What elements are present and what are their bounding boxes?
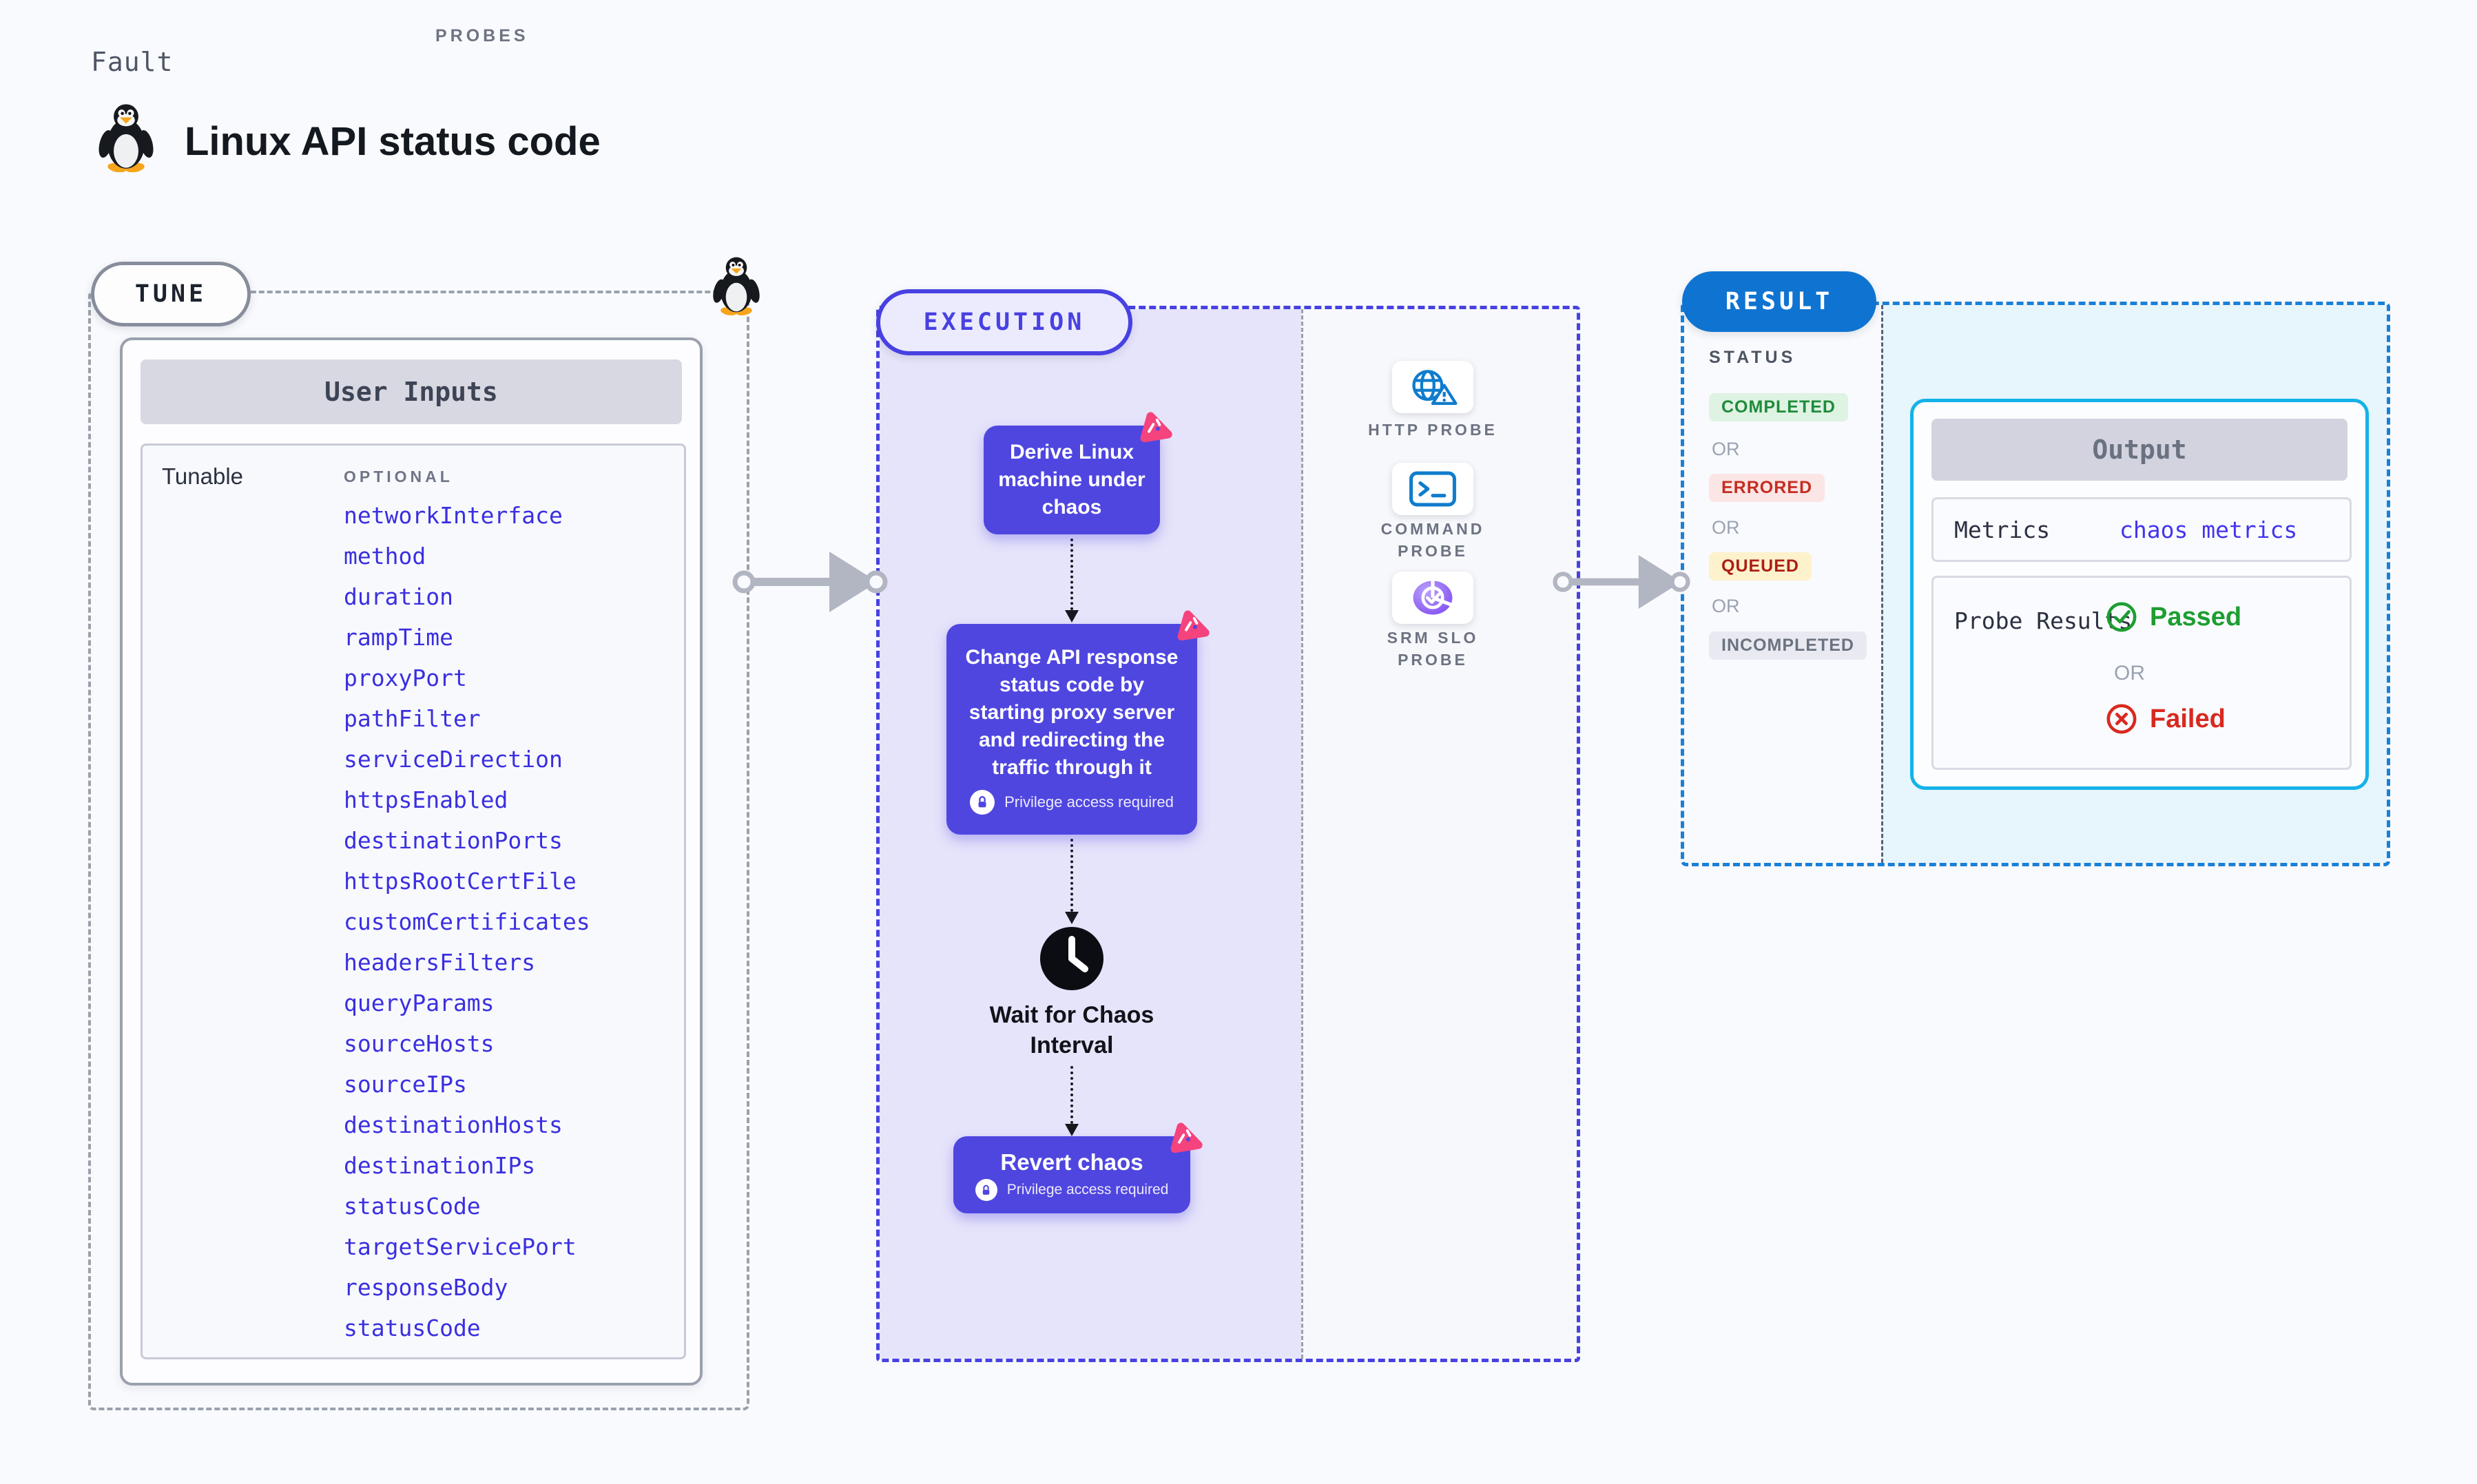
probes-title: PROBES (435, 26, 529, 45)
param-link[interactable]: pathFilter (344, 705, 481, 732)
step-wait-label: Wait for Chaos Interval (989, 1002, 1154, 1058)
tunable-row-label: Tunable (162, 463, 244, 489)
tune-section (88, 291, 749, 1410)
page-title: Linux API status code (185, 119, 601, 164)
param-link[interactable]: sourceIPs (344, 1071, 467, 1098)
globe-alert-icon (1403, 366, 1462, 408)
status-title: STATUS (1709, 348, 1796, 367)
param-link[interactable]: customCertificates (344, 908, 590, 935)
metrics-value-link[interactable]: chaos metrics (2120, 516, 2298, 543)
linux-tux-icon (712, 256, 760, 315)
tunables-panel: Tunable OPTIONAL networkInterface method… (141, 443, 686, 1359)
fault-kicker: Fault (91, 47, 174, 77)
srm-slo-probe-label: SRM SLO PROBE (1387, 629, 1479, 669)
output-title: Output (1931, 419, 2348, 481)
param-link[interactable]: targetServicePort (344, 1233, 577, 1260)
privilege-note: Privilege access required (975, 1179, 1169, 1201)
param-link[interactable]: queryParams (344, 990, 495, 1016)
probe-results-label: Probe Results (1954, 607, 2133, 634)
step-derive-machine: Derive Linux machine under chaos (984, 426, 1160, 534)
flow-arrow-down-icon (1065, 539, 1079, 623)
metrics-label: Metrics (1954, 516, 2051, 543)
result-badge: RESULT (1682, 271, 1876, 332)
user-inputs-title: User Inputs (141, 359, 682, 424)
param-link[interactable]: statusCode (344, 1315, 481, 1341)
step-label: Revert chaos (1000, 1149, 1143, 1175)
param-link[interactable]: responseBody (344, 1274, 508, 1301)
terminal-icon (1407, 469, 1458, 509)
check-circle-icon (2106, 601, 2137, 633)
chaos-logo-icon (1134, 409, 1174, 449)
param-link[interactable]: destinationHosts (344, 1111, 563, 1138)
param-link[interactable]: networkInterface (344, 502, 563, 529)
param-link[interactable]: headersFilters (344, 949, 536, 976)
x-circle-icon (2106, 703, 2137, 735)
status-badge-errored: ERRORED (1709, 474, 1825, 502)
or-separator: OR (1712, 439, 1740, 459)
srm-slo-probe-card (1392, 572, 1473, 624)
linux-tux-icon (98, 103, 154, 172)
failed-label: Failed (2150, 704, 2226, 733)
param-link[interactable]: statusCode (344, 1193, 481, 1220)
step-label: Derive Linux machine under chaos (998, 441, 1146, 519)
param-link[interactable]: sourceHosts (344, 1030, 495, 1057)
param-link[interactable]: duration (344, 583, 453, 610)
param-link[interactable]: destinationIPs (344, 1152, 536, 1179)
status-badge-completed: COMPLETED (1709, 393, 1848, 421)
http-probe-card (1392, 361, 1473, 413)
chaos-logo-icon (1164, 1120, 1204, 1160)
step-label: Change API response status code by start… (965, 646, 1179, 779)
param-link[interactable]: method (344, 543, 426, 569)
http-probe-label: HTTP PROBE (1368, 421, 1497, 439)
status-badge-queued: QUEUED (1709, 552, 1812, 581)
param-link[interactable]: proxyPort (344, 665, 467, 691)
flow-arrow-down-icon (1065, 1066, 1079, 1136)
privilege-note-label: Privilege access required (1004, 793, 1174, 811)
command-probe-card (1392, 463, 1473, 515)
param-link[interactable]: serviceDirection (344, 746, 563, 773)
passed-label: Passed (2150, 602, 2242, 631)
tunable-param-list: networkInterface method duration rampTim… (344, 495, 590, 1348)
failed-status: Failed (2106, 703, 2226, 735)
param-link[interactable]: httpsRootCertFile (344, 868, 577, 895)
lock-icon (970, 790, 995, 815)
or-separator: OR (1712, 517, 1740, 538)
slo-pie-check-icon (1407, 576, 1458, 619)
tune-badge: TUNE (91, 262, 251, 326)
privilege-note-label: Privilege access required (1006, 1182, 1169, 1198)
tune-to-execution-arrow (726, 541, 894, 623)
passed-status: Passed (2106, 601, 2241, 633)
step-inject-chaos: Change API response status code by start… (946, 624, 1197, 835)
flow-arrow-down-icon (1065, 839, 1079, 924)
metrics-row: Metrics chaos metrics (1931, 497, 2352, 562)
param-link[interactable]: rampTime (344, 624, 453, 651)
privilege-note: Privilege access required (970, 790, 1174, 815)
command-probe-label: COMMAND PROBE (1380, 520, 1485, 560)
status-badge-incompleted: INCOMPLETED (1709, 631, 1867, 660)
clock-icon (1039, 926, 1105, 992)
execution-badge: EXECUTION (876, 289, 1132, 355)
result-section: STATUS COMPLETED OR ERRORED OR QUEUED OR… (1681, 302, 2390, 866)
chaos-logo-icon (1171, 607, 1211, 647)
param-link[interactable]: httpsEnabled (344, 786, 508, 813)
param-link[interactable]: destinationPorts (344, 827, 563, 854)
output-card: Output Metrics chaos metrics Probe Resul… (1910, 399, 2369, 790)
or-separator: OR (2114, 662, 2145, 684)
user-inputs-card: User Inputs Tunable OPTIONAL networkInte… (120, 337, 703, 1386)
optional-column-label: OPTIONAL (344, 468, 453, 485)
step-revert-chaos: Revert chaos Privilege access required (953, 1136, 1190, 1213)
lock-icon (975, 1179, 997, 1201)
or-separator: OR (1712, 596, 1740, 616)
execution-to-result-arrow (1547, 541, 1696, 623)
probe-results-row: Probe Results Passed OR Failed (1931, 576, 2352, 770)
